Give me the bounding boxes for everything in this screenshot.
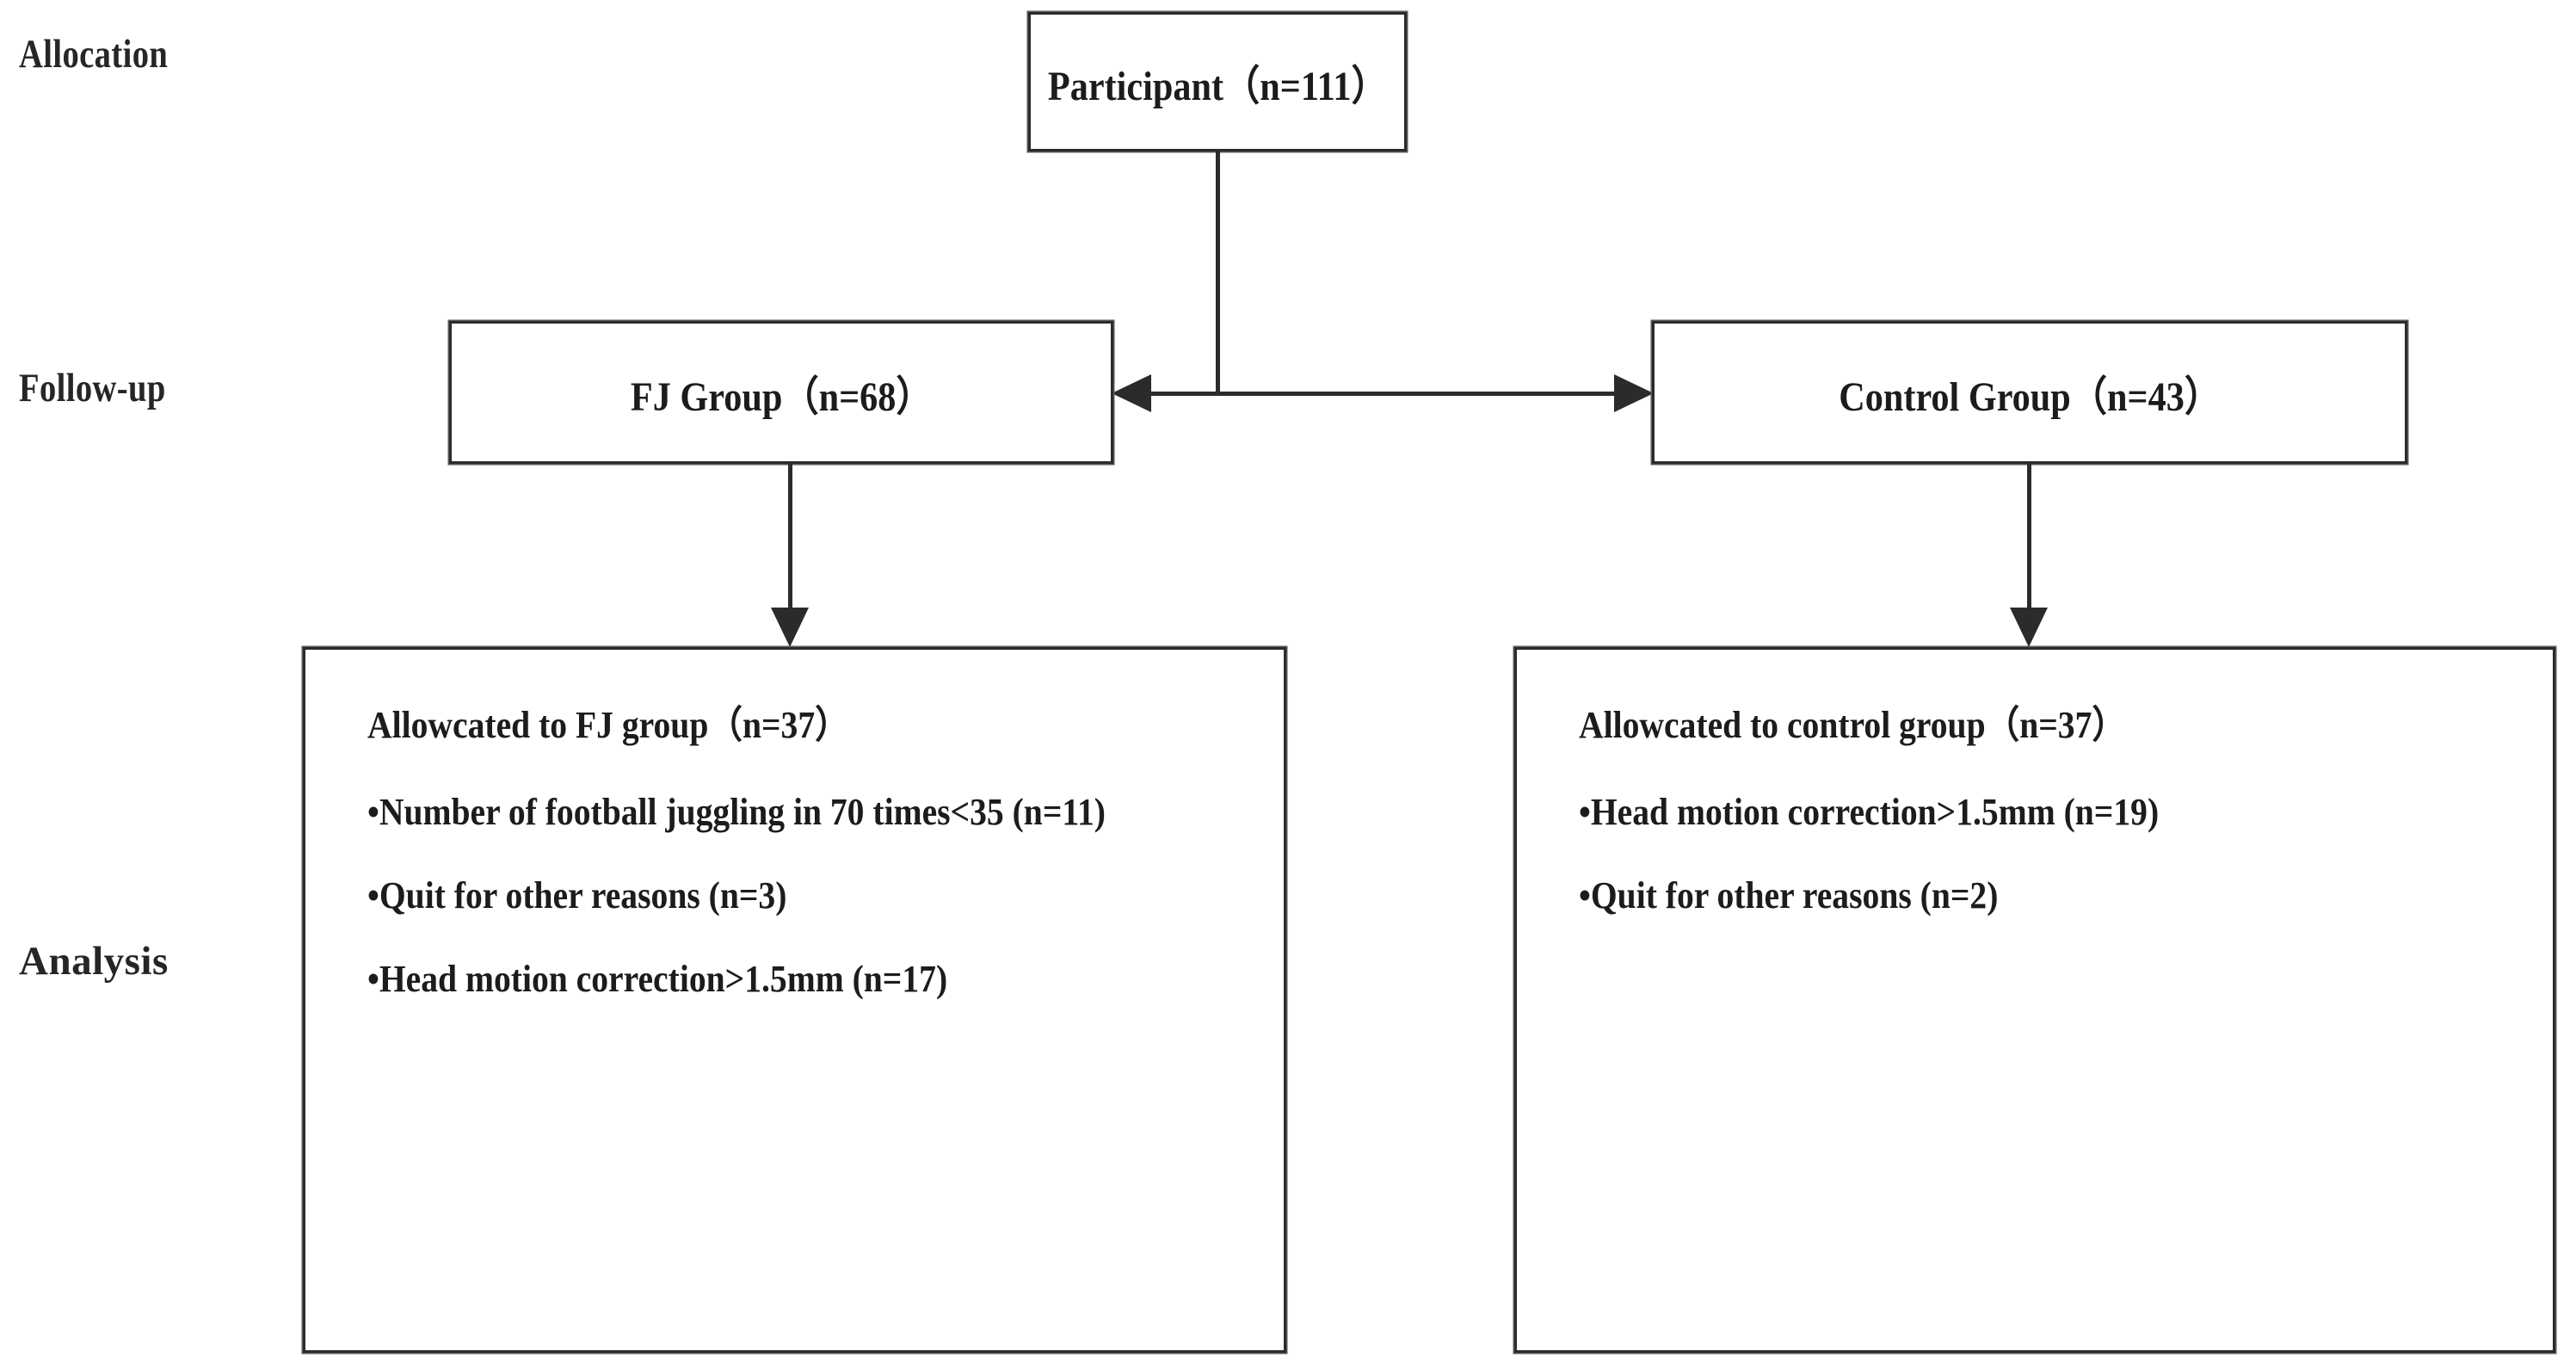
analysis-fj-item-head-motion: •Head motion correction>1.5mm (n=17) [367,958,948,1001]
connector-fj-stem [788,464,792,614]
analysis-fj-heading: Allowcated to FJ group（n=37） [367,704,849,746]
analysis-control-item-quit: •Quit for other reasons (n=2) [1579,874,1999,917]
arrow-head-to-control-group [1614,374,1654,412]
analysis-control-item-head-motion: •Head motion correction>1.5mm (n=19) [1579,790,2160,833]
connector-split-bar [1149,392,1614,396]
arrow-head-fj-analysis [771,608,809,647]
arrow-head-to-fj-group [1112,374,1151,412]
node-participant: Participant（n=111） [1028,12,1407,151]
arrow-head-control-analysis [2010,608,2048,647]
analysis-fj-item-quit: •Quit for other reasons (n=3) [367,874,787,917]
stage-label-allocation: Allocation [19,32,169,77]
node-fj-group-label: FJ Group（n=68） [630,374,933,420]
analysis-box-fj: Allowcated to FJ group（n=37） •Number of … [303,647,1286,1353]
connector-control-stem [2027,464,2031,614]
node-control-group: Control Group（n=43） [1652,321,2407,464]
connector-participant-stem [1216,151,1220,395]
node-fj-group: FJ Group（n=68） [449,321,1113,464]
node-control-group-label: Control Group（n=43） [1839,374,2221,420]
stage-label-analysis: Analysis [19,939,169,984]
analysis-control-heading: Allowcated to control group（n=37） [1579,704,2127,746]
node-participant-label: Participant（n=111） [1047,64,1388,109]
analysis-box-control: Allowcated to control group（n=37） •Head … [1514,647,2555,1353]
stage-label-follow-up: Follow-up [19,366,166,410]
analysis-fj-item-juggling: •Number of football juggling in 70 times… [367,790,1106,833]
